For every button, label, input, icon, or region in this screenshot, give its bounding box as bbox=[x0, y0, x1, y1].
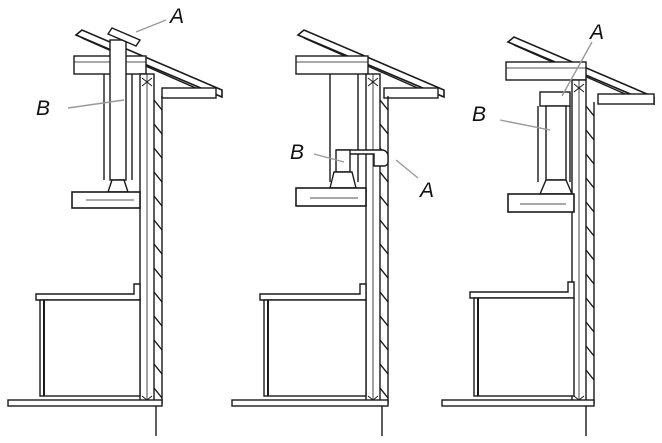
panel2-label-b: B bbox=[290, 141, 305, 164]
leader-b bbox=[313, 153, 345, 163]
exterior-wall bbox=[139, 73, 163, 405]
range-hood bbox=[295, 171, 367, 207]
leader-a bbox=[135, 19, 167, 33]
leader-b bbox=[67, 99, 125, 109]
range bbox=[259, 283, 367, 397]
range bbox=[469, 281, 575, 397]
range-hood bbox=[507, 179, 575, 213]
duct bbox=[537, 91, 571, 182]
roof bbox=[296, 29, 445, 99]
panel-wall-vent bbox=[231, 29, 445, 436]
floor bbox=[7, 399, 163, 436]
panel-roof-vent bbox=[7, 19, 223, 436]
leader-a bbox=[395, 159, 419, 179]
floor bbox=[231, 399, 389, 436]
leader-a bbox=[561, 41, 593, 97]
exterior-wall bbox=[365, 73, 389, 405]
floor bbox=[441, 399, 595, 436]
ceiling-joist bbox=[295, 55, 439, 99]
cabinet bbox=[329, 74, 359, 182]
range bbox=[35, 283, 141, 397]
range-hood bbox=[71, 179, 141, 209]
panel3-label-b: B bbox=[472, 103, 487, 126]
duct bbox=[103, 27, 142, 181]
exterior-wall bbox=[571, 79, 595, 405]
panel2-label-a: A bbox=[420, 179, 435, 202]
panel1-label-b: B bbox=[36, 97, 51, 120]
ceiling-joist bbox=[505, 61, 655, 105]
panel3-label-a: A bbox=[590, 21, 605, 44]
panel-soffit-vent bbox=[441, 36, 655, 436]
panel1-label-a: A bbox=[170, 5, 185, 28]
leader-b bbox=[499, 119, 551, 131]
